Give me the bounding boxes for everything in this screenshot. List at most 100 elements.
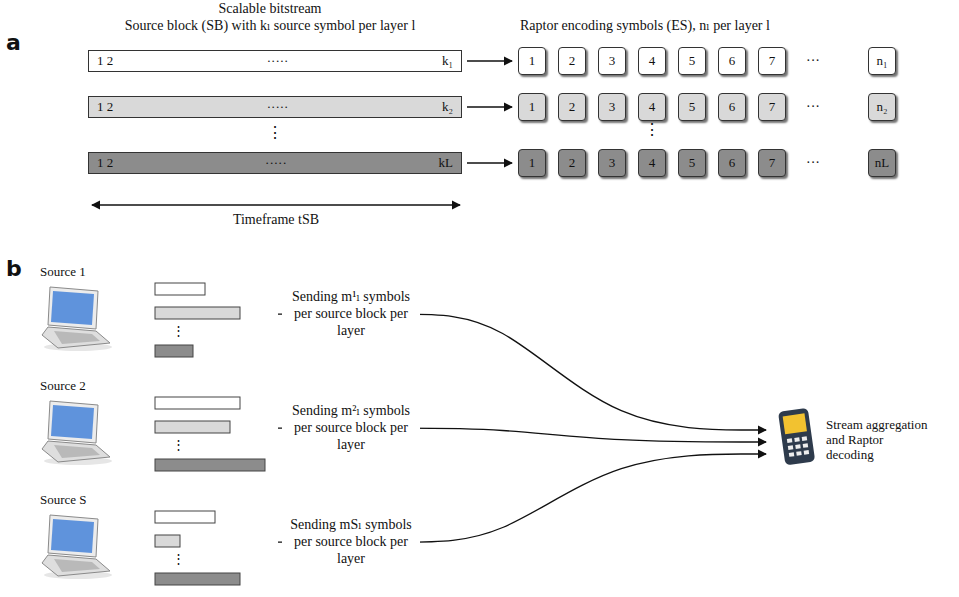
symbol-index: 2 bbox=[569, 155, 576, 171]
connector-arrow bbox=[467, 106, 512, 107]
symbol-index: 4 bbox=[649, 99, 656, 115]
encoding-symbol: 1 bbox=[518, 47, 546, 75]
phone-key bbox=[787, 438, 793, 443]
panel-letter: a bbox=[6, 30, 32, 55]
encoding-symbol: 4 bbox=[638, 93, 666, 121]
encoding-symbol: 6 bbox=[718, 47, 746, 75]
receiver-phone: Stream aggregation and Raptor decoding bbox=[768, 408, 940, 482]
ellipsis: ⋮ bbox=[640, 121, 664, 139]
encoding-symbol: 5 bbox=[678, 47, 706, 75]
phone-key bbox=[795, 444, 801, 449]
phone-key bbox=[804, 450, 810, 455]
symbol-index: 1 bbox=[529, 155, 536, 171]
laptop-icon bbox=[42, 401, 112, 465]
encoding-symbol: 4 bbox=[638, 149, 666, 177]
layer-bar bbox=[155, 307, 240, 319]
layer-bar bbox=[155, 535, 180, 547]
edge-label: Sending mSₗ symbols per source block per… bbox=[282, 515, 420, 569]
edge-label: Sending m¹ₗ symbols per source block per… bbox=[282, 287, 420, 341]
phone-key bbox=[788, 445, 794, 450]
encoding-symbol: n₂ bbox=[868, 93, 896, 121]
block-text: k₁ bbox=[442, 53, 453, 69]
layer-bar bbox=[155, 421, 230, 433]
phone-key bbox=[802, 436, 808, 441]
ellipsis: ⋮ bbox=[168, 324, 188, 339]
symbol-index: n₁ bbox=[876, 53, 887, 69]
layer-bar bbox=[155, 345, 193, 357]
symbol-index: 2 bbox=[569, 99, 576, 115]
ellipsis: ⋮ bbox=[263, 124, 287, 142]
symbol-index: 1 bbox=[529, 99, 536, 115]
block-text: ····· bbox=[267, 53, 289, 69]
encoding-symbol: 7 bbox=[758, 149, 786, 177]
symbol-index: 5 bbox=[689, 53, 696, 69]
connector-arrow bbox=[467, 162, 512, 163]
phone-key bbox=[789, 452, 795, 457]
phone-body bbox=[778, 408, 815, 466]
encoding-symbol: 7 bbox=[758, 47, 786, 75]
symbol-index: nL bbox=[875, 155, 889, 171]
symbol-index: 4 bbox=[649, 155, 656, 171]
source-name: Source 2 bbox=[40, 378, 86, 394]
phone-key bbox=[796, 451, 802, 456]
layer-bar bbox=[155, 283, 205, 295]
symbol-index: n₂ bbox=[876, 99, 887, 115]
symbol-index: 5 bbox=[689, 155, 696, 171]
encoding-symbol: 2 bbox=[558, 47, 586, 75]
encoding-symbol: 2 bbox=[558, 93, 586, 121]
symbol-index: 3 bbox=[609, 155, 616, 171]
symbol-index: 7 bbox=[769, 53, 776, 69]
encoding-symbol: 6 bbox=[718, 93, 746, 121]
heading: Scalable bitstream bbox=[120, 1, 420, 17]
phone-key bbox=[794, 437, 800, 442]
block-text: 1 2 bbox=[97, 155, 113, 171]
encoding-symbol: n₁ bbox=[868, 47, 896, 75]
ellipsis: ⋮ bbox=[168, 552, 188, 567]
encoding-symbol: 5 bbox=[678, 93, 706, 121]
source-computer: Source 2 bbox=[38, 376, 278, 474]
layer-bar bbox=[155, 397, 240, 409]
source-computer: Source 1 bbox=[38, 262, 278, 360]
encoding-symbol: 2 bbox=[558, 149, 586, 177]
source-name: Source S bbox=[40, 492, 87, 508]
ellipsis: ··· bbox=[791, 155, 835, 171]
encoding-symbol: nL bbox=[868, 149, 896, 177]
ellipsis: ··· bbox=[791, 53, 835, 69]
laptop-icon bbox=[42, 515, 112, 579]
heading: Raptor encoding symbols (ES), nₗ per lay… bbox=[520, 18, 950, 34]
encoding-symbol: 7 bbox=[758, 93, 786, 121]
block-text: kL bbox=[439, 155, 453, 171]
laptop-icon bbox=[42, 287, 112, 351]
layer-bar bbox=[155, 459, 265, 471]
encoding-symbol: 1 bbox=[518, 93, 546, 121]
phone-key bbox=[803, 443, 809, 448]
encoding-symbol: 3 bbox=[598, 149, 626, 177]
symbol-index: 3 bbox=[609, 99, 616, 115]
connector-arrow bbox=[467, 60, 512, 61]
source-name: Source 1 bbox=[40, 264, 86, 280]
symbol-index: 6 bbox=[729, 155, 736, 171]
symbol-index: 2 bbox=[569, 53, 576, 69]
dimension-label: Timeframe tSB bbox=[166, 212, 386, 228]
symbol-index: 3 bbox=[609, 53, 616, 69]
layer-bar bbox=[155, 511, 215, 523]
source-block: 1 2·····kL bbox=[88, 152, 462, 174]
encoding-symbol: 3 bbox=[598, 93, 626, 121]
ellipsis: ⋮ bbox=[168, 438, 188, 453]
block-text: k₂ bbox=[442, 99, 453, 115]
timeframe-arrow bbox=[92, 204, 460, 205]
encoding-symbol: 6 bbox=[718, 149, 746, 177]
phone-icon bbox=[778, 408, 815, 466]
source-block: 1 2 ····· k₁ bbox=[88, 50, 462, 72]
source-block: 1 2·····k₂ bbox=[88, 96, 462, 118]
heading: Source block (SB) with kₗ source symbol … bbox=[40, 18, 500, 34]
symbol-index: 7 bbox=[769, 99, 776, 115]
symbol-index: 7 bbox=[769, 155, 776, 171]
block-text: 1 2 bbox=[97, 53, 113, 69]
receiver-caption: Stream aggregation and Raptor decoding bbox=[826, 418, 934, 463]
symbol-index: 1 bbox=[529, 53, 536, 69]
symbol-index: 4 bbox=[649, 53, 656, 69]
